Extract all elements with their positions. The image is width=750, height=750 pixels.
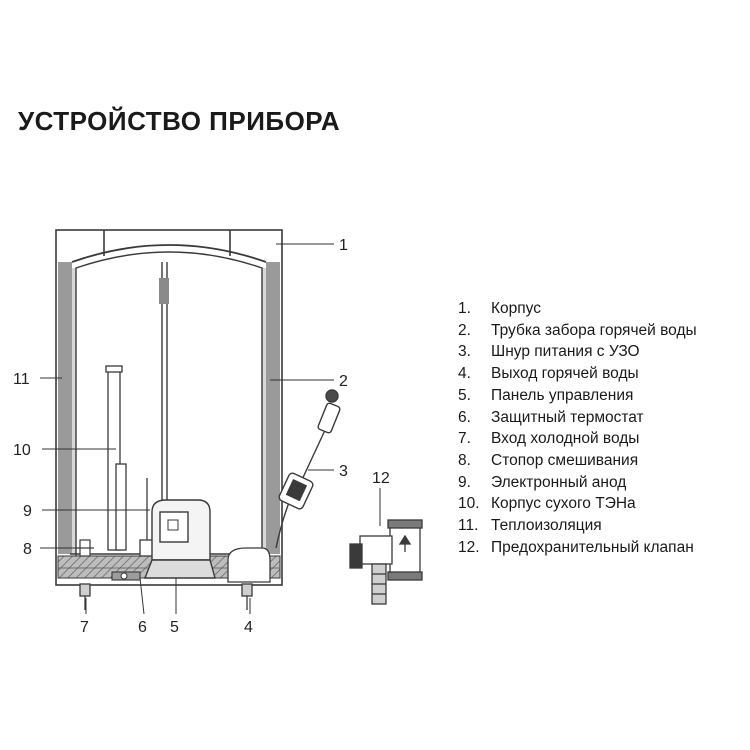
legend-label: Стопор смешивания [491,451,639,469]
legend-number: 2. [458,321,471,339]
legend-item: 10. Корпус сухого ТЭНа [458,493,697,515]
callout-10: 10 [13,442,31,459]
legend-item: 9. Электронный анод [458,472,697,494]
hot-water-outlet [227,547,271,610]
legend-item: 11. Теплоизоляция [458,515,697,537]
leader-lines [40,243,381,615]
anode [139,478,155,557]
legend-label: Электронный анод [491,473,627,491]
callout-3: 3 [339,463,348,480]
legend-label: Вход холодной воды [491,430,640,448]
legend-number: 7. [458,430,471,448]
legend-label: Панель управления [491,386,634,404]
legend-number: 1. [458,300,471,317]
page-title: УСТРОЙСТВО ПРИБОРА [18,106,341,136]
legend-list: 1. Корпус 2. Трубка забора горячей воды 3.… [458,298,697,558]
callout-5: 5 [170,619,179,636]
legend-label: Корпус [491,300,541,317]
hot-water-tube [159,262,169,545]
heater-housing [105,365,127,551]
legend-item: 12. Предохранительный клапан [458,537,697,559]
legend-number: 8. [458,451,471,469]
legend-label: Выход горячей воды [491,365,639,383]
legend-number: 12. [458,538,480,556]
legend-label: Трубка забора горячей воды [491,321,697,339]
legend-item: 2. Трубка забора горячей воды [458,320,697,342]
control-panel [143,499,216,579]
callout-9: 9 [23,503,32,520]
legend-number: 6. [458,408,471,426]
legend-item: 5. Панель управления [458,385,697,407]
callout-4: 4 [244,619,253,636]
callout-8: 8 [23,541,32,558]
legend-item: 4. Выход горячей воды [458,363,697,385]
legend-item: 7. Вход холодной воды [458,428,697,450]
legend-number: 3. [458,343,471,361]
callout-2: 2 [339,373,348,390]
callout-1: 1 [339,237,348,254]
legend-item: 3. Шнур питания с УЗО [458,341,697,363]
legend-number: 10. [458,495,480,513]
legend-label: Корпус сухого ТЭНа [491,495,636,513]
legend-number: 11. [458,517,479,535]
safety-valve [349,519,423,605]
thermostat [111,571,141,581]
callout-6: 6 [138,619,147,636]
legend-item: 8. Стопор смешивания [458,450,697,472]
legend-label: Предохранительный клапан [491,538,694,556]
power-cord [275,389,341,549]
legend-number: 9. [458,473,471,491]
cold-water-inlet [79,583,91,610]
insulation [58,262,280,554]
callout-11: 11 [13,371,30,388]
legend-item: 1. Корпус [458,298,697,320]
legend-number: 4. [458,365,471,383]
callout-7: 7 [80,619,89,636]
legend-label: Теплоизоляция [491,517,602,535]
legend-number: 5. [458,386,471,404]
legend-label: Шнур питания с УЗО [491,343,640,361]
callout-12: 12 [372,470,390,487]
legend-item: 6. Защитный термостат [458,407,697,429]
legend-label: Защитный термостат [491,408,644,426]
